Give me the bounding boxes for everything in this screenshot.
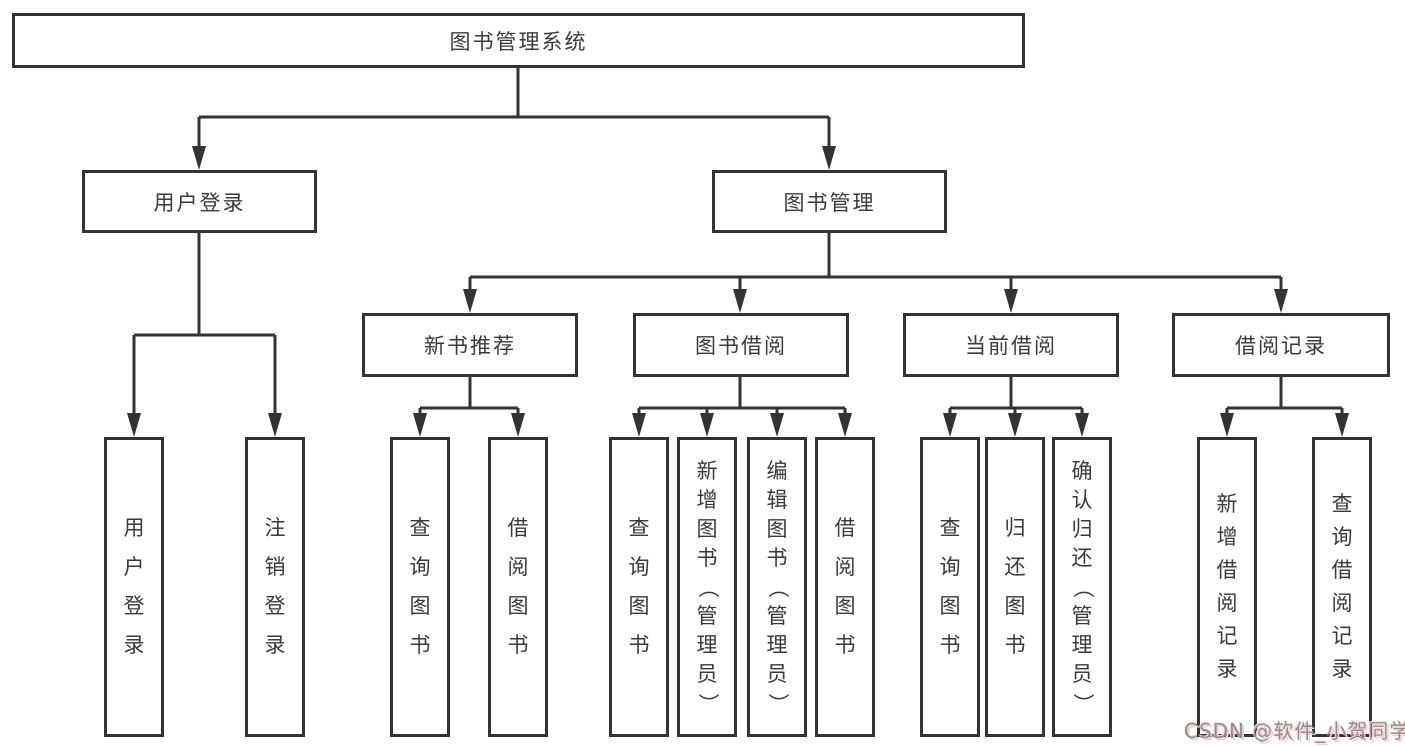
csdn-watermark: CSDN @软件_小贺同学 (1184, 719, 1405, 743)
leaf-node-confirm-return-admin: 确认归还（管理员） (1052, 437, 1112, 737)
leaf-node-add-borrow-record: 新增借阅记录 (1197, 437, 1257, 737)
leaf-node-label: 查询图书 (409, 516, 431, 657)
branch-node-label: 用户登录 (153, 190, 246, 215)
leaf-node-label: 新增借阅记录 (1216, 492, 1238, 681)
leaf-node-query-borrow-record: 查询借阅记录 (1312, 437, 1372, 737)
group-node-label: 当前借阅 (965, 334, 1057, 358)
group-node-book-borrowing: 图书借阅 (633, 313, 849, 377)
leaf-node-label: 确认归还（管理员） (1070, 458, 1095, 714)
branch-node-label: 图书管理 (783, 190, 876, 215)
root-node-label: 图书管理系统 (449, 29, 588, 54)
group-node-label: 借阅记录 (1235, 334, 1327, 358)
leaf-node-label: 注销登录 (264, 516, 286, 657)
leaf-node-logout: 注销登录 (245, 437, 305, 737)
leaf-node-label: 查询借阅记录 (1331, 492, 1353, 681)
leaf-node-query-books-3: 查询图书 (920, 437, 980, 737)
leaf-node-query-books-1: 查询图书 (390, 437, 450, 737)
leaf-node-add-books-admin: 新增图书（管理员） (677, 437, 737, 737)
leaf-node-label: 编辑图书（管理员） (765, 458, 790, 714)
group-node-borrowing-records: 借阅记录 (1172, 313, 1390, 377)
leaf-node-label: 借阅图书 (507, 516, 529, 657)
leaf-node-label: 借阅图书 (834, 516, 856, 657)
leaf-node-label: 用户登录 (123, 516, 145, 657)
leaf-node-return-books: 归还图书 (985, 437, 1045, 737)
leaf-node-edit-books-admin: 编辑图书（管理员） (747, 437, 807, 737)
leaf-node-label: 查询图书 (939, 516, 961, 657)
branch-node-user-login: 用户登录 (82, 170, 317, 233)
leaf-node-label: 查询图书 (628, 516, 650, 657)
leaf-node-query-books-2: 查询图书 (609, 437, 669, 737)
leaf-node-user-login: 用户登录 (104, 437, 164, 737)
group-node-label: 新书推荐 (424, 334, 516, 358)
root-node-book-management-system: 图书管理系统 (12, 13, 1025, 68)
group-node-current-borrowing: 当前借阅 (903, 313, 1119, 377)
leaf-node-borrow-books-2: 借阅图书 (815, 437, 875, 737)
branch-node-book-management: 图书管理 (712, 170, 947, 233)
leaf-node-label: 新增图书（管理员） (695, 458, 720, 714)
leaf-node-label: 归还图书 (1004, 516, 1026, 657)
group-node-label: 图书借阅 (695, 334, 787, 358)
group-node-new-book-recommendation: 新书推荐 (362, 313, 578, 377)
leaf-node-borrow-books-1: 借阅图书 (488, 437, 548, 737)
